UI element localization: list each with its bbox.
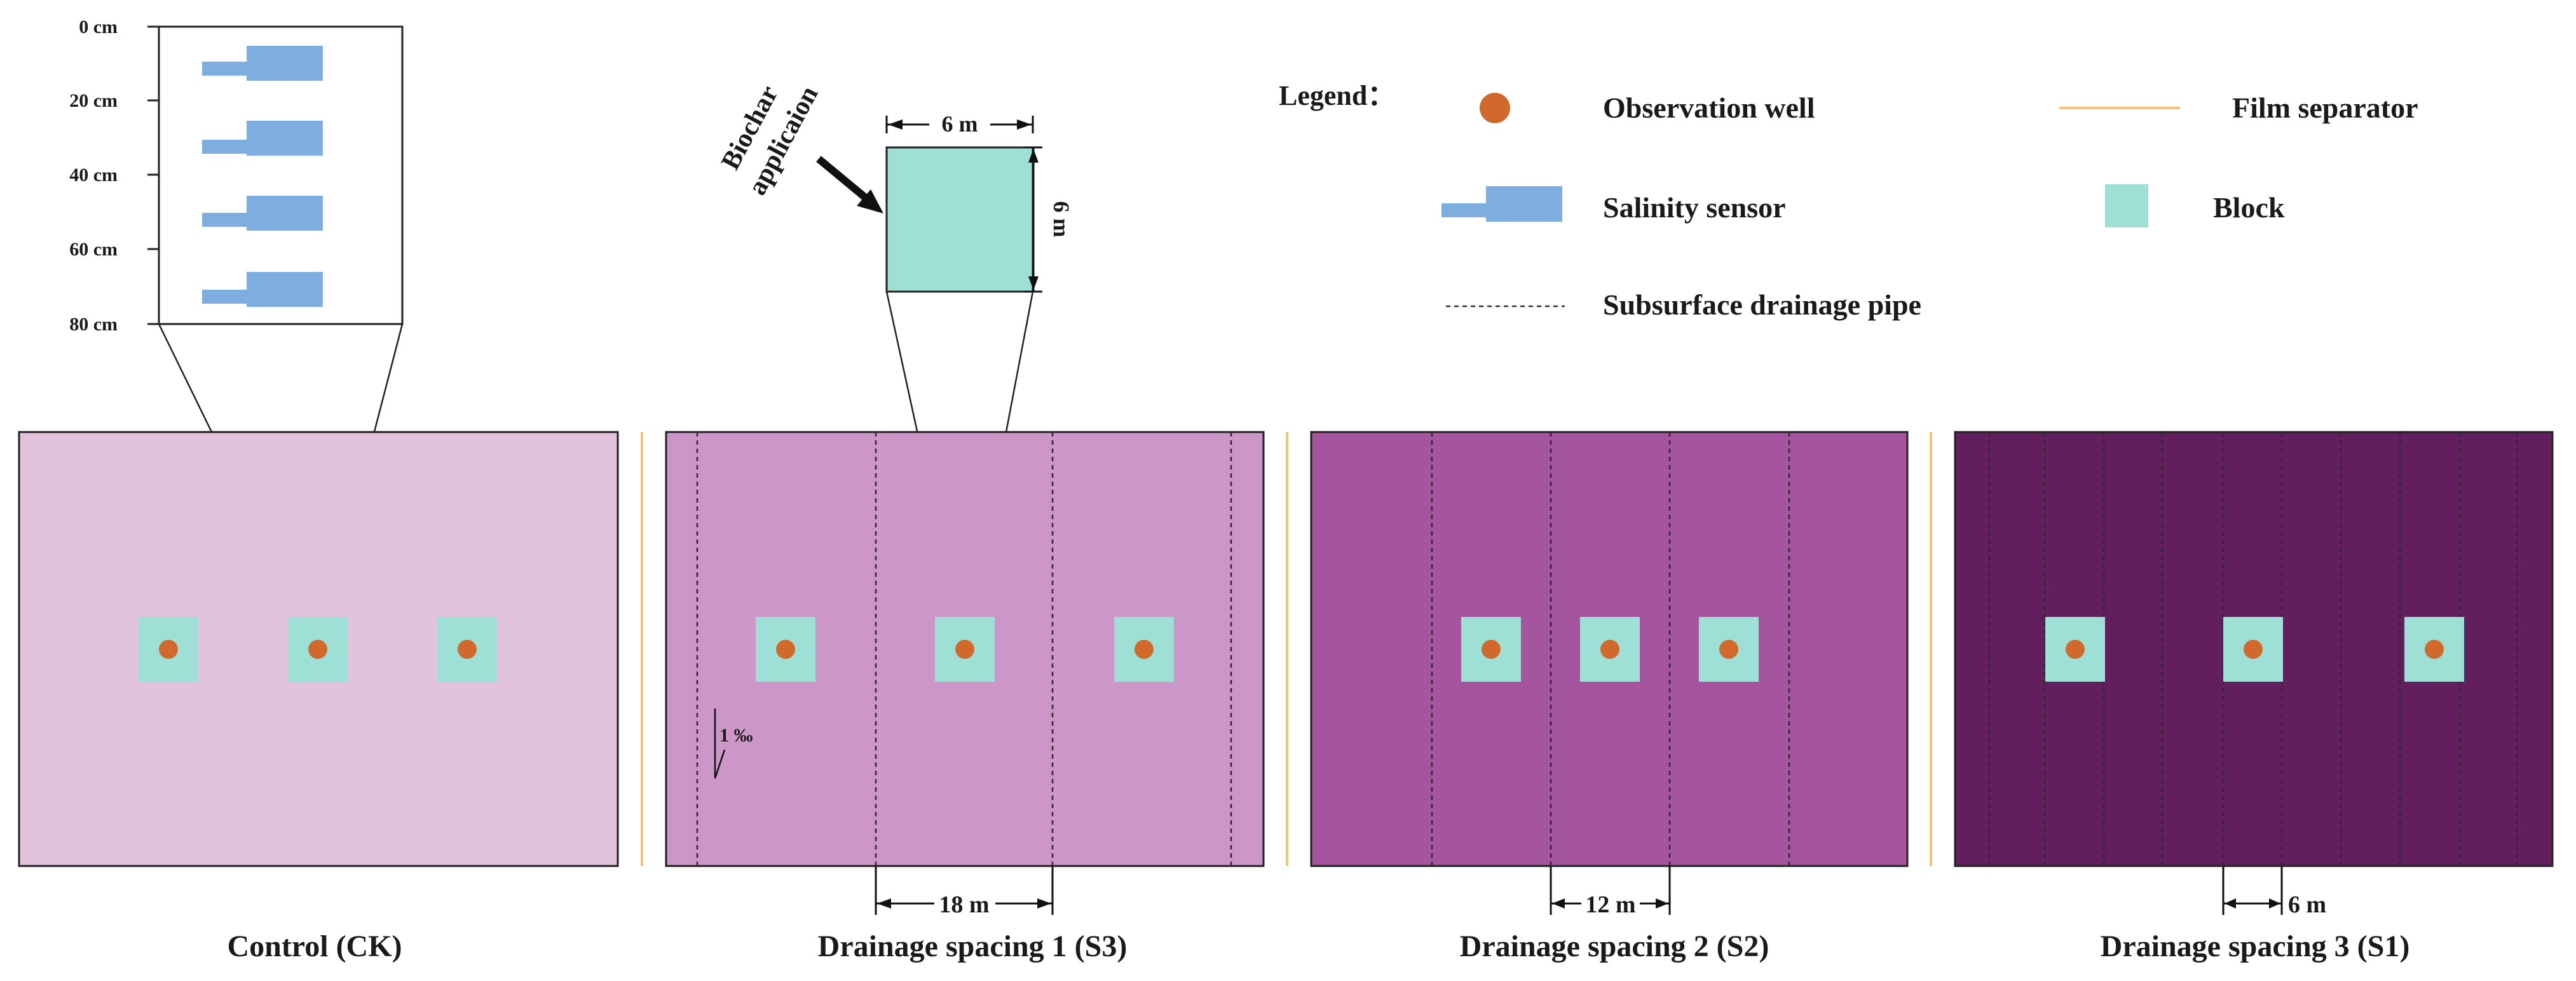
legend-item-observation-well: Observation well [1480, 91, 1815, 124]
salinity-sensor-icon [202, 196, 323, 231]
observation-well [955, 640, 974, 659]
spacing-dimension-s2: 12 m [1550, 866, 1671, 918]
observation-well [2425, 640, 2444, 659]
plot-pipes-s2 [1431, 432, 1790, 866]
depth-tick-40: 40 cm [69, 165, 159, 186]
depth-tick-80: 80 cm [69, 314, 159, 335]
plot-blocks-s2 [1461, 617, 1759, 682]
observation-well [308, 640, 327, 659]
salinity-sensor-icon [202, 272, 323, 307]
plot-s1: 6 m Drainage spacing 3 (S1) [1954, 431, 2554, 963]
plot-pipes-s3 [696, 432, 1232, 866]
biochar-inset: Biochar applicaion 6 m 6 m [716, 81, 1074, 650]
spacing-label-s2: 12 m [1585, 891, 1635, 918]
observation-well [776, 640, 795, 659]
block-icon [2105, 184, 2148, 227]
depth-tick-label: 20 cm [69, 90, 118, 111]
legend-label: Subsurface drainage pipe [1603, 288, 1921, 321]
depth-tick-label: 0 cm [79, 17, 118, 37]
observation-well [1135, 640, 1154, 659]
legend-label: Observation well [1603, 91, 1815, 124]
legend-item-film-separator: Film separator [2059, 91, 2418, 124]
plot-blocks-s3 [756, 617, 1174, 682]
plot-label-s1: Drainage spacing 3 (S1) [2101, 930, 2410, 963]
height-dimension: 6 m [1025, 146, 1074, 293]
plot-label-s2: Drainage spacing 2 (S2) [1460, 930, 1769, 963]
slope-label: 1 ‰ [719, 725, 753, 746]
depth-tick-20: 20 cm [69, 90, 159, 111]
width-dimension: 6 m [885, 111, 1034, 137]
observation-well [2244, 640, 2263, 659]
plot-s2: 12 m Drainage spacing 2 (S2) [1310, 431, 1909, 963]
spacing-dimension-s1: 6 m [2222, 866, 2330, 918]
salinity-sensor-icon [202, 46, 323, 81]
plot-label-ck: Control (CK) [227, 930, 402, 963]
spacing-dimension-s3: 18 m [875, 866, 1054, 918]
observation-well [2066, 640, 2085, 659]
observation-well [1719, 640, 1738, 659]
observation-well-icon [1480, 93, 1510, 123]
observation-well [1600, 640, 1619, 659]
plot-ck: Control (CK) [18, 431, 619, 963]
legend-title: Legend： [1279, 80, 1395, 111]
depth-tick-label: 80 cm [69, 314, 118, 335]
depth-tick-label: 40 cm [69, 165, 118, 186]
depth-tick-0: 0 cm [79, 17, 159, 37]
biochar-height-label: 6 m [1049, 201, 1074, 238]
legend-label: Salinity sensor [1603, 191, 1786, 224]
salinity-sensor-icon [1441, 186, 1562, 222]
depth-inset: 0 cm 20 cm 40 cm 60 cm 80 cm [69, 17, 404, 650]
salinity-sensor-icon [202, 121, 323, 156]
legend-label: Block [2213, 191, 2285, 224]
observation-well [1482, 640, 1501, 659]
plot-s3: 1 ‰ 18 m Drainage spacing 1 (S3) [665, 431, 1265, 963]
biochar-block [885, 146, 1034, 293]
slope-indicator: 1 ‰ [714, 708, 753, 779]
spacing-label-s3: 18 m [939, 891, 989, 918]
spacing-label-s1: 6 m [2288, 891, 2326, 918]
observation-well [458, 640, 477, 659]
plot-label-s3: Drainage spacing 1 (S3) [818, 930, 1128, 963]
legend: Legend： Observation well Film separator … [1279, 80, 2418, 321]
observation-well [159, 640, 178, 659]
biochar-width-label: 6 m [942, 111, 978, 137]
depth-tick-label: 60 cm [69, 239, 118, 260]
legend-item-block: Block [2105, 184, 2285, 227]
plot-blocks-ck [139, 617, 497, 682]
biochar-arrow-head [857, 189, 883, 213]
legend-item-salinity-sensor: Salinity sensor [1441, 186, 1786, 224]
biochar-arrow-shaft [816, 156, 873, 205]
plot-blocks-s1 [2045, 617, 2464, 682]
legend-label: Film separator [2232, 91, 2418, 124]
legend-item-drainage-pipe: Subsurface drainage pipe [1446, 288, 1921, 321]
depth-tick-60: 60 cm [69, 239, 159, 260]
